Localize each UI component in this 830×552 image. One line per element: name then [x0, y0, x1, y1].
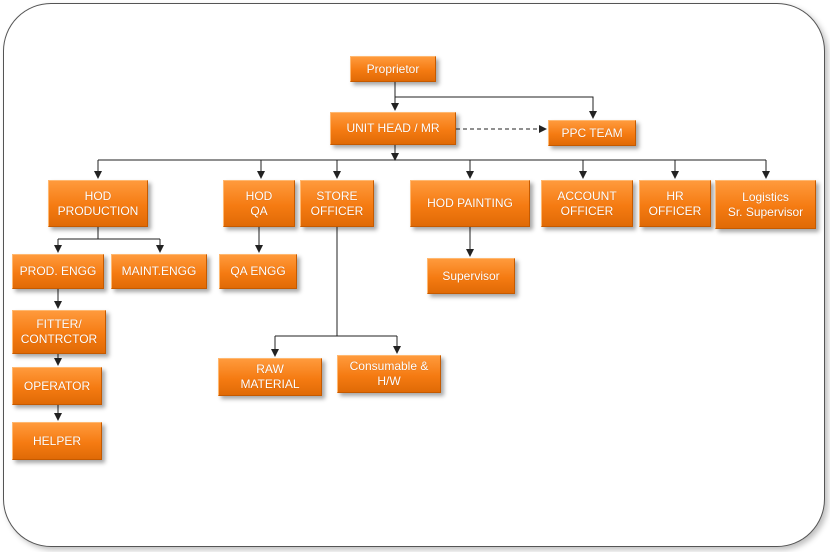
node-store-officer-label: STORE OFFICER — [310, 188, 364, 218]
node-proprietor: Proprietor — [350, 56, 436, 82]
node-prod-engg: PROD. ENGG — [12, 254, 104, 289]
node-hod-qa: HOD QA — [223, 180, 295, 227]
node-hod-qa-label: HOD QA — [245, 188, 273, 218]
node-unit-head: UNIT HEAD / MR — [330, 112, 456, 145]
node-ppc-team-label: PPC TEAM — [561, 125, 623, 140]
node-supervisor-label: Supervisor — [442, 268, 500, 283]
node-operator: OPERATOR — [12, 367, 102, 405]
node-maint-engg: MAINT.ENGG — [111, 254, 207, 289]
node-raw-material-label: RAW MATERIAL — [240, 362, 300, 391]
node-hod-production: HOD PRODUCTION — [48, 180, 148, 227]
node-supervisor: Supervisor — [427, 258, 515, 294]
node-account-officer-label: ACCOUNT OFFICER — [557, 188, 617, 218]
node-prod-engg-label: PROD. ENGG — [19, 264, 97, 278]
node-raw-material: RAW MATERIAL — [218, 358, 322, 396]
node-maint-engg-label: MAINT.ENGG — [121, 264, 197, 278]
node-fitter: FITTER/ CONTRCTOR — [12, 310, 106, 354]
node-consumable-label: Consumable & H/W — [349, 359, 429, 388]
node-hod-painting: HOD PAINTING — [410, 180, 530, 227]
node-helper: HELPER — [12, 422, 102, 460]
node-store-officer: STORE OFFICER — [300, 180, 374, 227]
node-fitter-label: FITTER/ CONTRCTOR — [20, 317, 98, 346]
node-operator-label: OPERATOR — [23, 378, 91, 393]
node-qa-engg-label: QA ENGG — [230, 264, 286, 278]
node-helper-label: HELPER — [32, 433, 82, 448]
node-logistics: Logistics Sr. Supervisor — [715, 180, 816, 229]
node-qa-engg: QA ENGG — [219, 254, 297, 289]
node-hod-painting-label: HOD PAINTING — [427, 196, 513, 210]
node-hod-production-label: HOD PRODUCTION — [57, 188, 139, 218]
node-ppc-team: PPC TEAM — [548, 120, 636, 146]
node-hr-officer: HR OFFICER — [639, 180, 711, 227]
node-consumable: Consumable & H/W — [337, 355, 441, 393]
node-proprietor-label: Proprietor — [366, 61, 420, 76]
node-hr-officer-label: HR OFFICER — [648, 188, 702, 218]
node-unit-head-label: UNIT HEAD / MR — [346, 121, 440, 135]
node-account-officer: ACCOUNT OFFICER — [541, 180, 633, 227]
node-logistics-label: Logistics Sr. Supervisor — [727, 189, 804, 219]
